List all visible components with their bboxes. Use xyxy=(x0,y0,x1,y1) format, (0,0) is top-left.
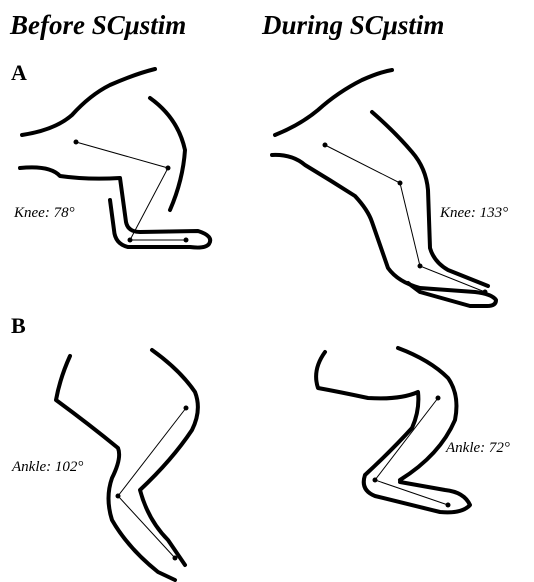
hip-marker xyxy=(323,143,328,148)
panel-a-before-angle: Knee: 78° xyxy=(13,205,75,221)
hip-marker xyxy=(74,140,79,145)
hindlimb-outline xyxy=(398,348,456,480)
ankle-marker xyxy=(128,238,133,243)
toe-marker xyxy=(483,290,488,295)
panel-b-before-angle: Ankle: 102° xyxy=(11,459,83,475)
knee-marker xyxy=(166,166,171,171)
knee-marker xyxy=(184,406,189,411)
hindlimb-outline xyxy=(140,350,198,565)
knee-marker xyxy=(436,396,441,401)
during-header: During SCμstim xyxy=(261,10,444,40)
hindlimb-outline xyxy=(372,112,488,286)
panel-a-during-angle: Knee: 133° xyxy=(439,205,508,221)
limb-stick-figure xyxy=(118,408,186,558)
panel-b-during-drawing xyxy=(316,348,470,512)
knee-marker xyxy=(398,181,403,186)
panel-a-during-drawing xyxy=(272,70,496,306)
panel-b-label: B xyxy=(11,313,26,338)
toe-marker xyxy=(184,238,189,243)
hindlimb-outline xyxy=(272,70,496,306)
ankle-marker xyxy=(418,264,423,269)
panel-a-label: A xyxy=(11,60,27,85)
limb-stick-figure xyxy=(76,142,186,240)
panel-b-during-angle: Ankle: 72° xyxy=(445,440,510,456)
ankle-marker xyxy=(373,478,378,483)
ankle-marker xyxy=(116,494,121,499)
toe-marker xyxy=(446,503,451,508)
toe-marker xyxy=(173,556,178,561)
before-header: Before SCμstim xyxy=(9,10,186,40)
